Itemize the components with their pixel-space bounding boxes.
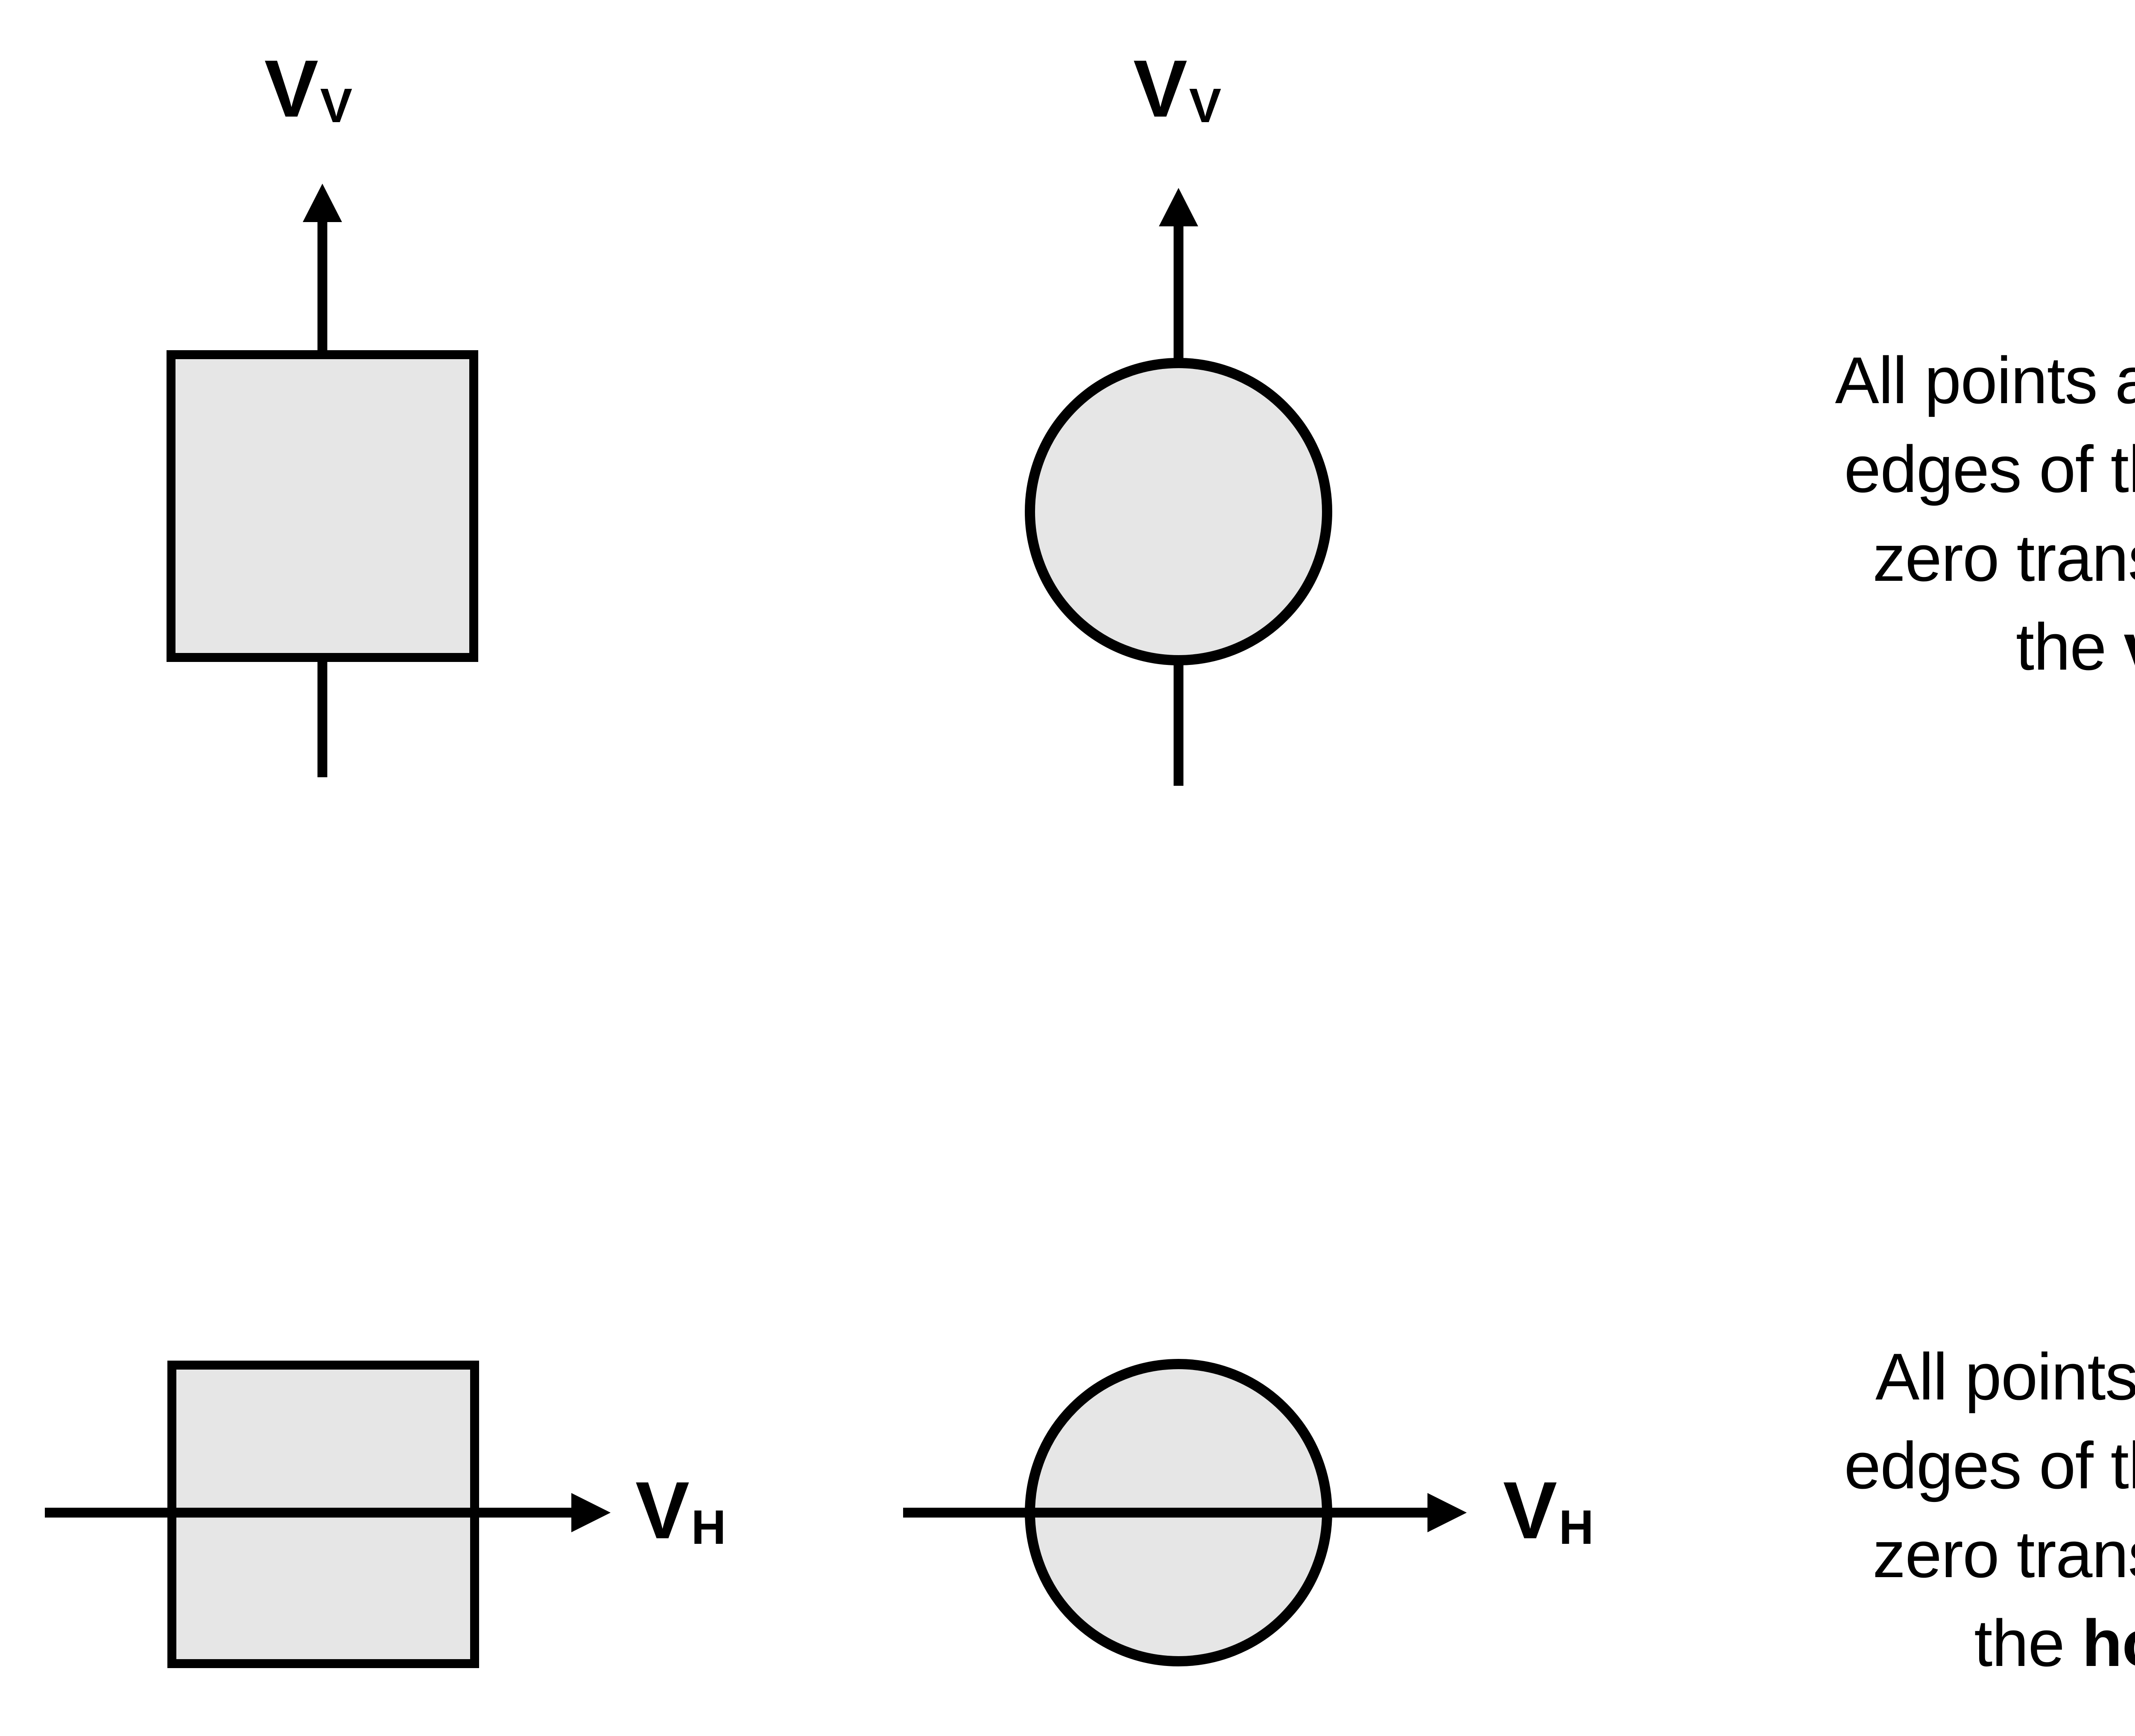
- shear-force-subscript: H: [691, 1500, 726, 1554]
- caption-line: the vertical shear force: [2016, 610, 2135, 684]
- caption-vertical-shear: All points along the top and bottom edge…: [1766, 336, 2135, 691]
- right-arrow-icon: [45, 1493, 611, 1532]
- caption-line: zero transverse shear stress from: [1872, 521, 2135, 595]
- shear-force-subscript: H: [1559, 1500, 1594, 1554]
- shear-force-label-vv-square: VV: [264, 48, 352, 130]
- shear-force-symbol: V: [1503, 1465, 1557, 1556]
- shear-force-subscript: V: [320, 79, 353, 132]
- caption-horizontal-shear: All points along the left and right edge…: [1766, 1332, 2135, 1688]
- shear-force-label-vh-square: VH: [635, 1470, 726, 1552]
- shear-force-label-vv-circle: VV: [1133, 48, 1221, 130]
- caption-line: zero transverse shear stress from: [1872, 1517, 2135, 1591]
- right-arrow-icon: [903, 1493, 1467, 1532]
- shear-force-symbol: V: [1133, 44, 1187, 134]
- caption-line: All points along the left and right: [1875, 1340, 2135, 1414]
- square-cross-section-vertical: [167, 350, 478, 662]
- caption-line: edges of the cross-section will have: [1844, 432, 2135, 506]
- caption-line: the horizontal shear force: [1974, 1606, 2135, 1680]
- shear-force-label-vh-circle: VH: [1503, 1470, 1594, 1552]
- caption-line: All points along the top and bottom: [1835, 343, 2135, 417]
- caption-line: edges of the cross-section will have: [1844, 1429, 2135, 1502]
- shear-force-symbol: V: [264, 44, 319, 134]
- shear-force-subscript: V: [1189, 79, 1222, 132]
- shear-force-symbol: V: [635, 1465, 690, 1556]
- circle-cross-section-vertical: [1025, 358, 1332, 665]
